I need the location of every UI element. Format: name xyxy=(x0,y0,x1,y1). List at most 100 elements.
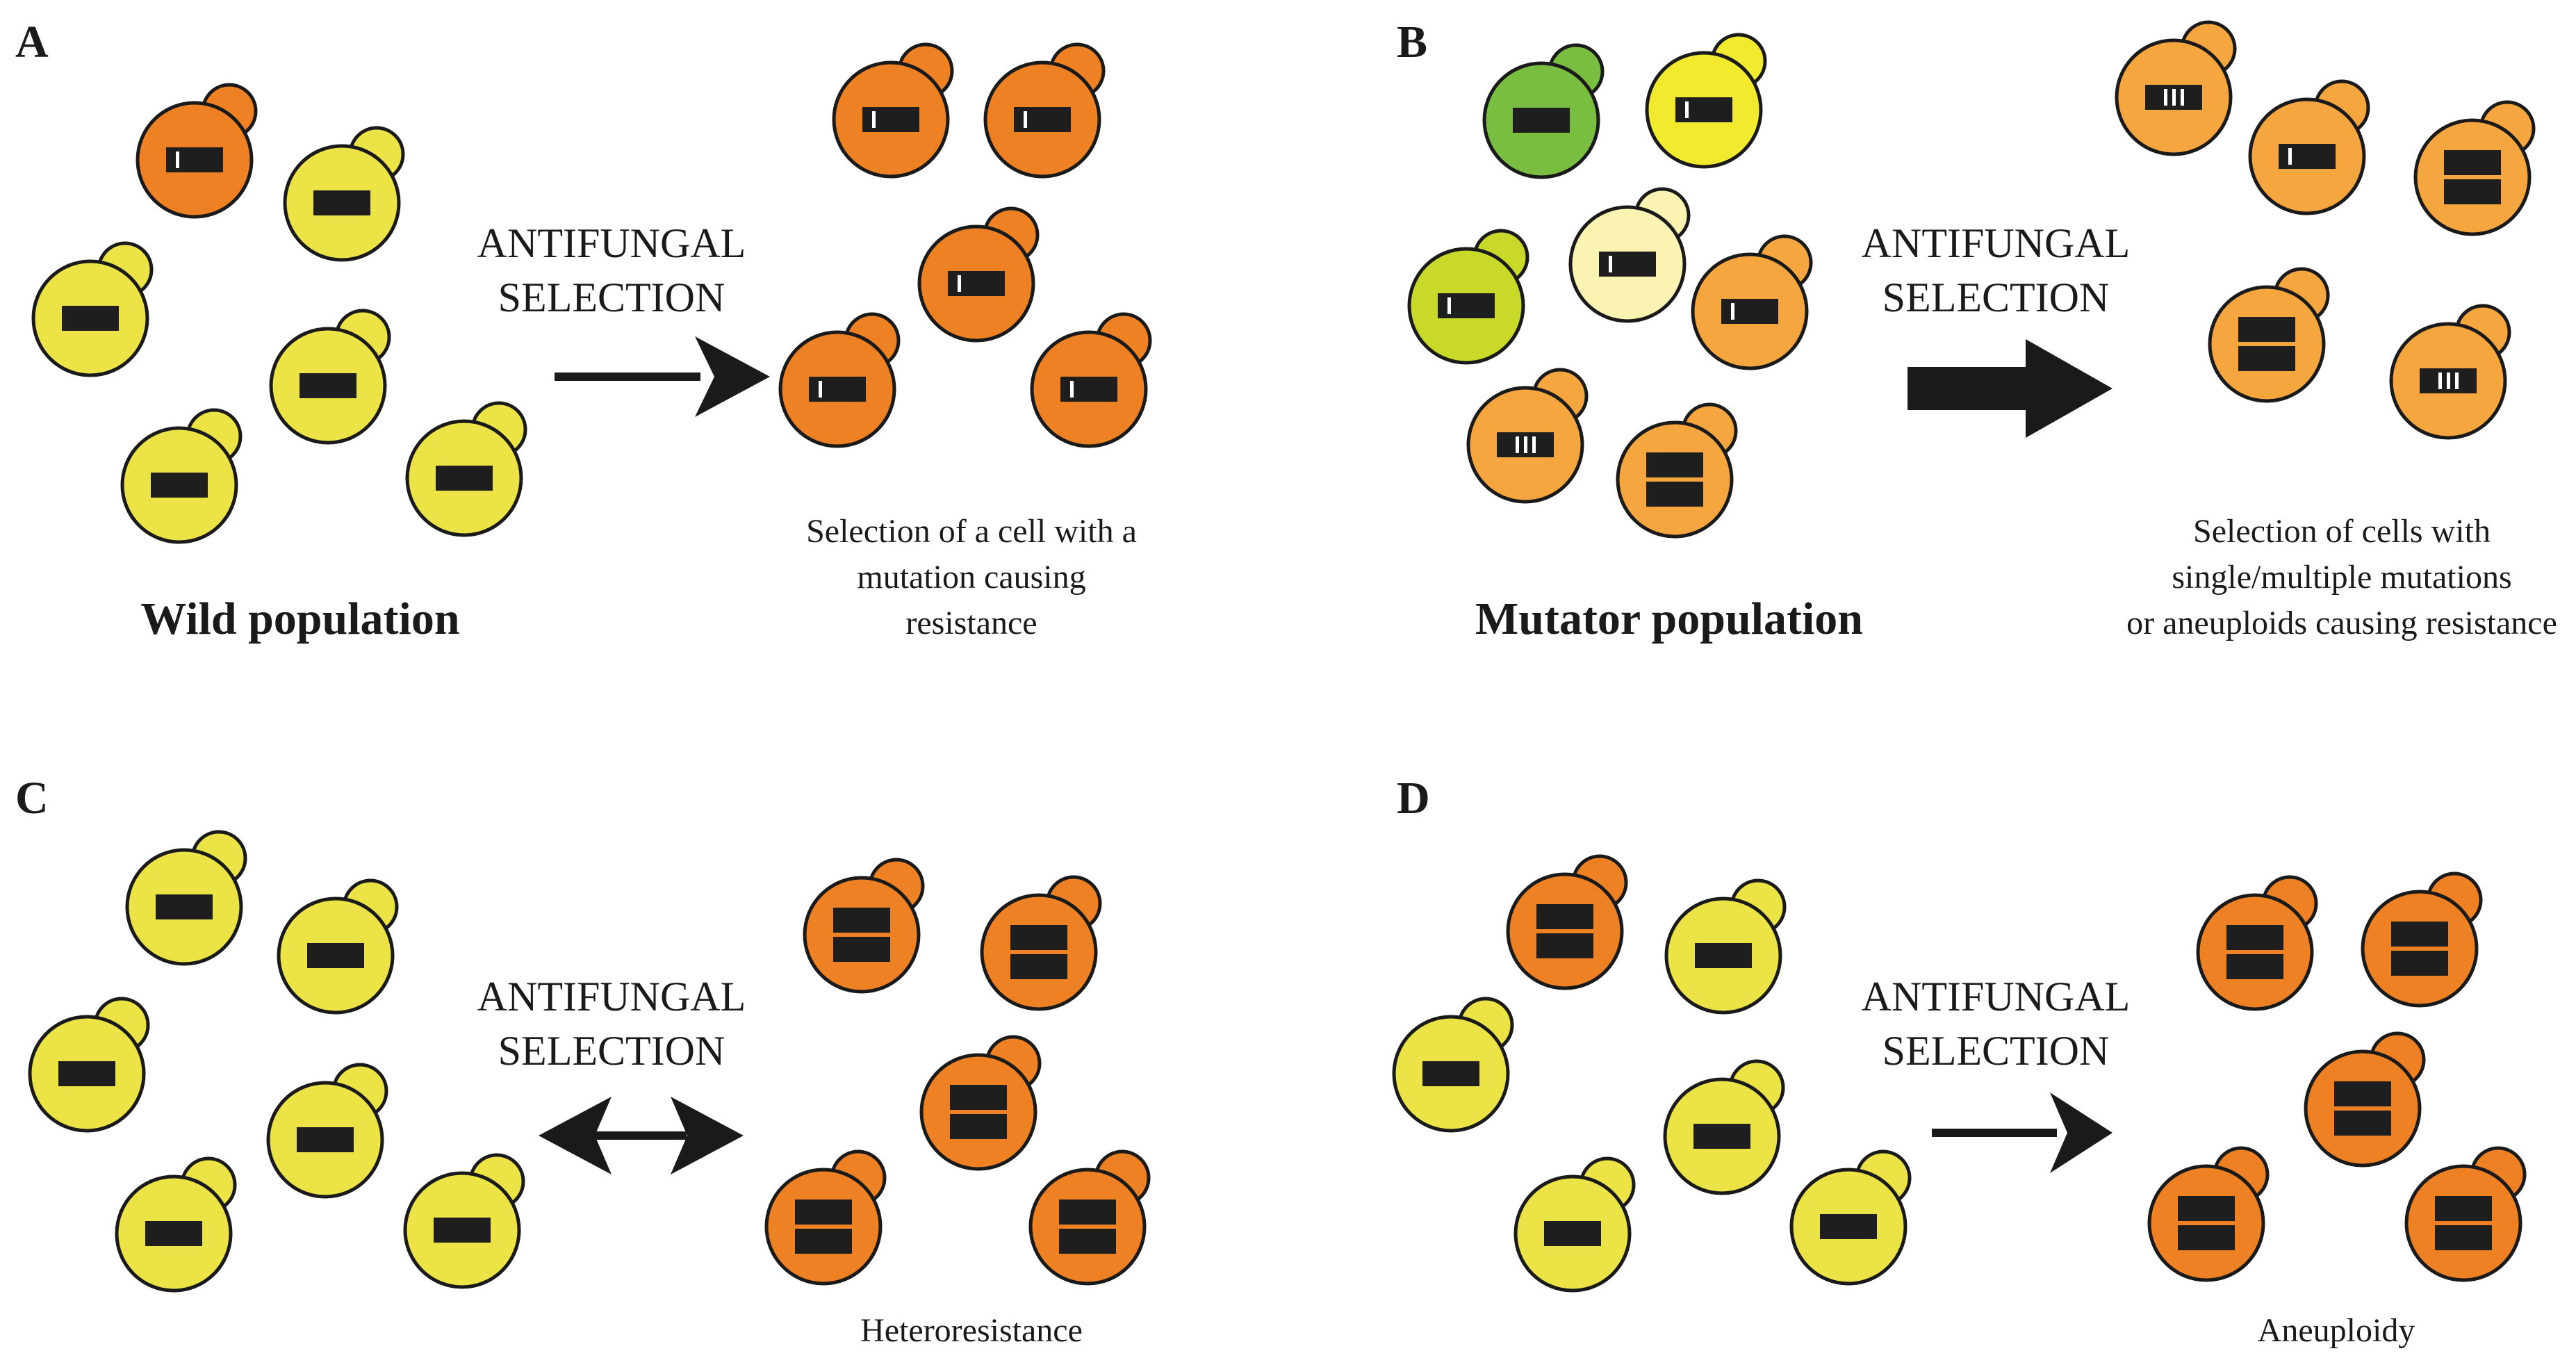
chromosome xyxy=(1721,299,1778,324)
mutation-mark xyxy=(1024,111,1027,128)
chromosome xyxy=(1059,1200,1116,1225)
population-label-a: Wild population xyxy=(140,594,459,644)
yeast-cell xyxy=(1645,33,1767,169)
yeast-cell xyxy=(1568,187,1691,323)
chromosome xyxy=(948,271,1005,296)
chromosome xyxy=(145,1221,202,1246)
chromosome xyxy=(1599,252,1656,277)
mutation-mark xyxy=(176,152,179,168)
caption-line: single/multiple mutations xyxy=(2172,559,2511,596)
yeast-cell xyxy=(405,401,527,537)
chromosome xyxy=(166,147,223,172)
chromosome xyxy=(2444,179,2501,204)
yeast-cell xyxy=(980,875,1102,1011)
cell-body xyxy=(2147,1164,2265,1282)
chromosome xyxy=(436,466,493,491)
result-caption-c: Heteroresistance xyxy=(860,1312,1083,1349)
chromosome xyxy=(1513,108,1570,133)
chromosome xyxy=(2391,922,2448,947)
chromosome xyxy=(1010,925,1067,950)
arrow-label-line: SELECTION xyxy=(1882,1028,2110,1074)
chromosome xyxy=(58,1061,115,1086)
mutation-mark xyxy=(2447,373,2450,389)
mutation-mark xyxy=(1070,381,1074,398)
mutation-mark xyxy=(872,111,876,128)
chromosome xyxy=(313,190,370,215)
yeast-cell xyxy=(2404,1146,2527,1282)
mutation-mark xyxy=(1731,303,1734,320)
yeast-cell xyxy=(1028,1149,1151,1286)
mutation-mark xyxy=(958,275,961,292)
selection-arrow-d xyxy=(1932,1092,2113,1173)
yeast-cell xyxy=(115,1156,237,1293)
mutation-mark xyxy=(819,381,822,398)
mutation-mark xyxy=(2172,89,2176,106)
arrow-label-line: SELECTION xyxy=(498,1028,725,1074)
yeast-cell xyxy=(1506,854,1628,990)
chromosome xyxy=(1693,1124,1750,1149)
yeast-cell xyxy=(2196,875,2318,1011)
yeast-cell xyxy=(2248,79,2370,215)
yeast-cell xyxy=(1030,312,1152,448)
yeast-cell xyxy=(1691,234,1813,370)
chromosome xyxy=(2226,925,2283,950)
caption-line: or aneuploids causing resistance xyxy=(2126,605,2557,641)
chromosome xyxy=(2178,1225,2235,1250)
chromosome xyxy=(1544,1221,1601,1246)
chromosome xyxy=(2391,951,2448,976)
chromosome xyxy=(151,473,208,498)
arrow-label-line: ANTIFUNGAL xyxy=(477,974,746,1020)
cell-body xyxy=(2196,893,2314,1011)
chromosome xyxy=(2334,1111,2391,1136)
result-caption-a: Selection of a cell with a mutation caus… xyxy=(806,513,1137,641)
yeast-cell xyxy=(2115,20,2237,156)
cell-body xyxy=(2413,118,2532,236)
cell-body xyxy=(803,876,921,994)
yeast-cell xyxy=(2361,871,2483,1008)
mutation-mark xyxy=(1532,436,1536,453)
chromosome xyxy=(307,943,364,968)
caption-line: mutation causing xyxy=(857,559,1085,596)
chromosome xyxy=(62,306,119,331)
yeast-cell xyxy=(983,42,1106,179)
yeast-cell xyxy=(1482,43,1605,179)
chromosome xyxy=(950,1114,1007,1139)
yeast-cell xyxy=(917,206,1040,343)
chromosome xyxy=(156,894,213,919)
chromosome xyxy=(2334,1081,2391,1106)
chromosome xyxy=(2435,1196,2492,1221)
cell-body xyxy=(980,893,1098,1011)
caption-line: Selection of a cell with a xyxy=(806,513,1137,550)
yeast-cell xyxy=(2208,267,2330,403)
selection-arrow-b xyxy=(1908,339,2113,438)
arrow-label-line: ANTIFUNGAL xyxy=(1862,974,2131,1020)
arrow-label-line: ANTIFUNGAL xyxy=(1862,220,2131,266)
yeast-cell xyxy=(1513,1156,1636,1293)
mutation-mark xyxy=(2455,373,2459,389)
arrow-label-line: SELECTION xyxy=(498,275,725,320)
cell-body xyxy=(1616,420,1734,539)
chromosome xyxy=(1536,933,1593,958)
yeast-cell xyxy=(403,1153,525,1289)
panel-letter-b: B xyxy=(1397,17,1427,67)
cell-body xyxy=(764,1168,883,1286)
mutation-mark xyxy=(1447,297,1451,314)
arrow-label-b: ANTIFUNGAL SELECTION xyxy=(1862,220,2131,320)
yeast-cell xyxy=(2389,304,2511,440)
chromosome xyxy=(833,937,890,962)
chromosome xyxy=(833,908,890,933)
chromosome xyxy=(1438,293,1495,318)
mutation-mark xyxy=(2288,148,2292,165)
result-caption-d: Aneuploidy xyxy=(2258,1312,2415,1349)
cell-body xyxy=(2208,285,2326,403)
yeast-cell xyxy=(266,1063,388,1199)
yeast-cell xyxy=(832,42,954,179)
chromosome xyxy=(2238,346,2295,371)
chromosome xyxy=(1695,943,1752,968)
yeast-cell xyxy=(1664,878,1787,1015)
yeast-cell xyxy=(764,1149,887,1286)
chromosome xyxy=(2238,317,2295,342)
chromosome xyxy=(1646,482,1703,507)
yeast-cell xyxy=(919,1035,1042,1171)
